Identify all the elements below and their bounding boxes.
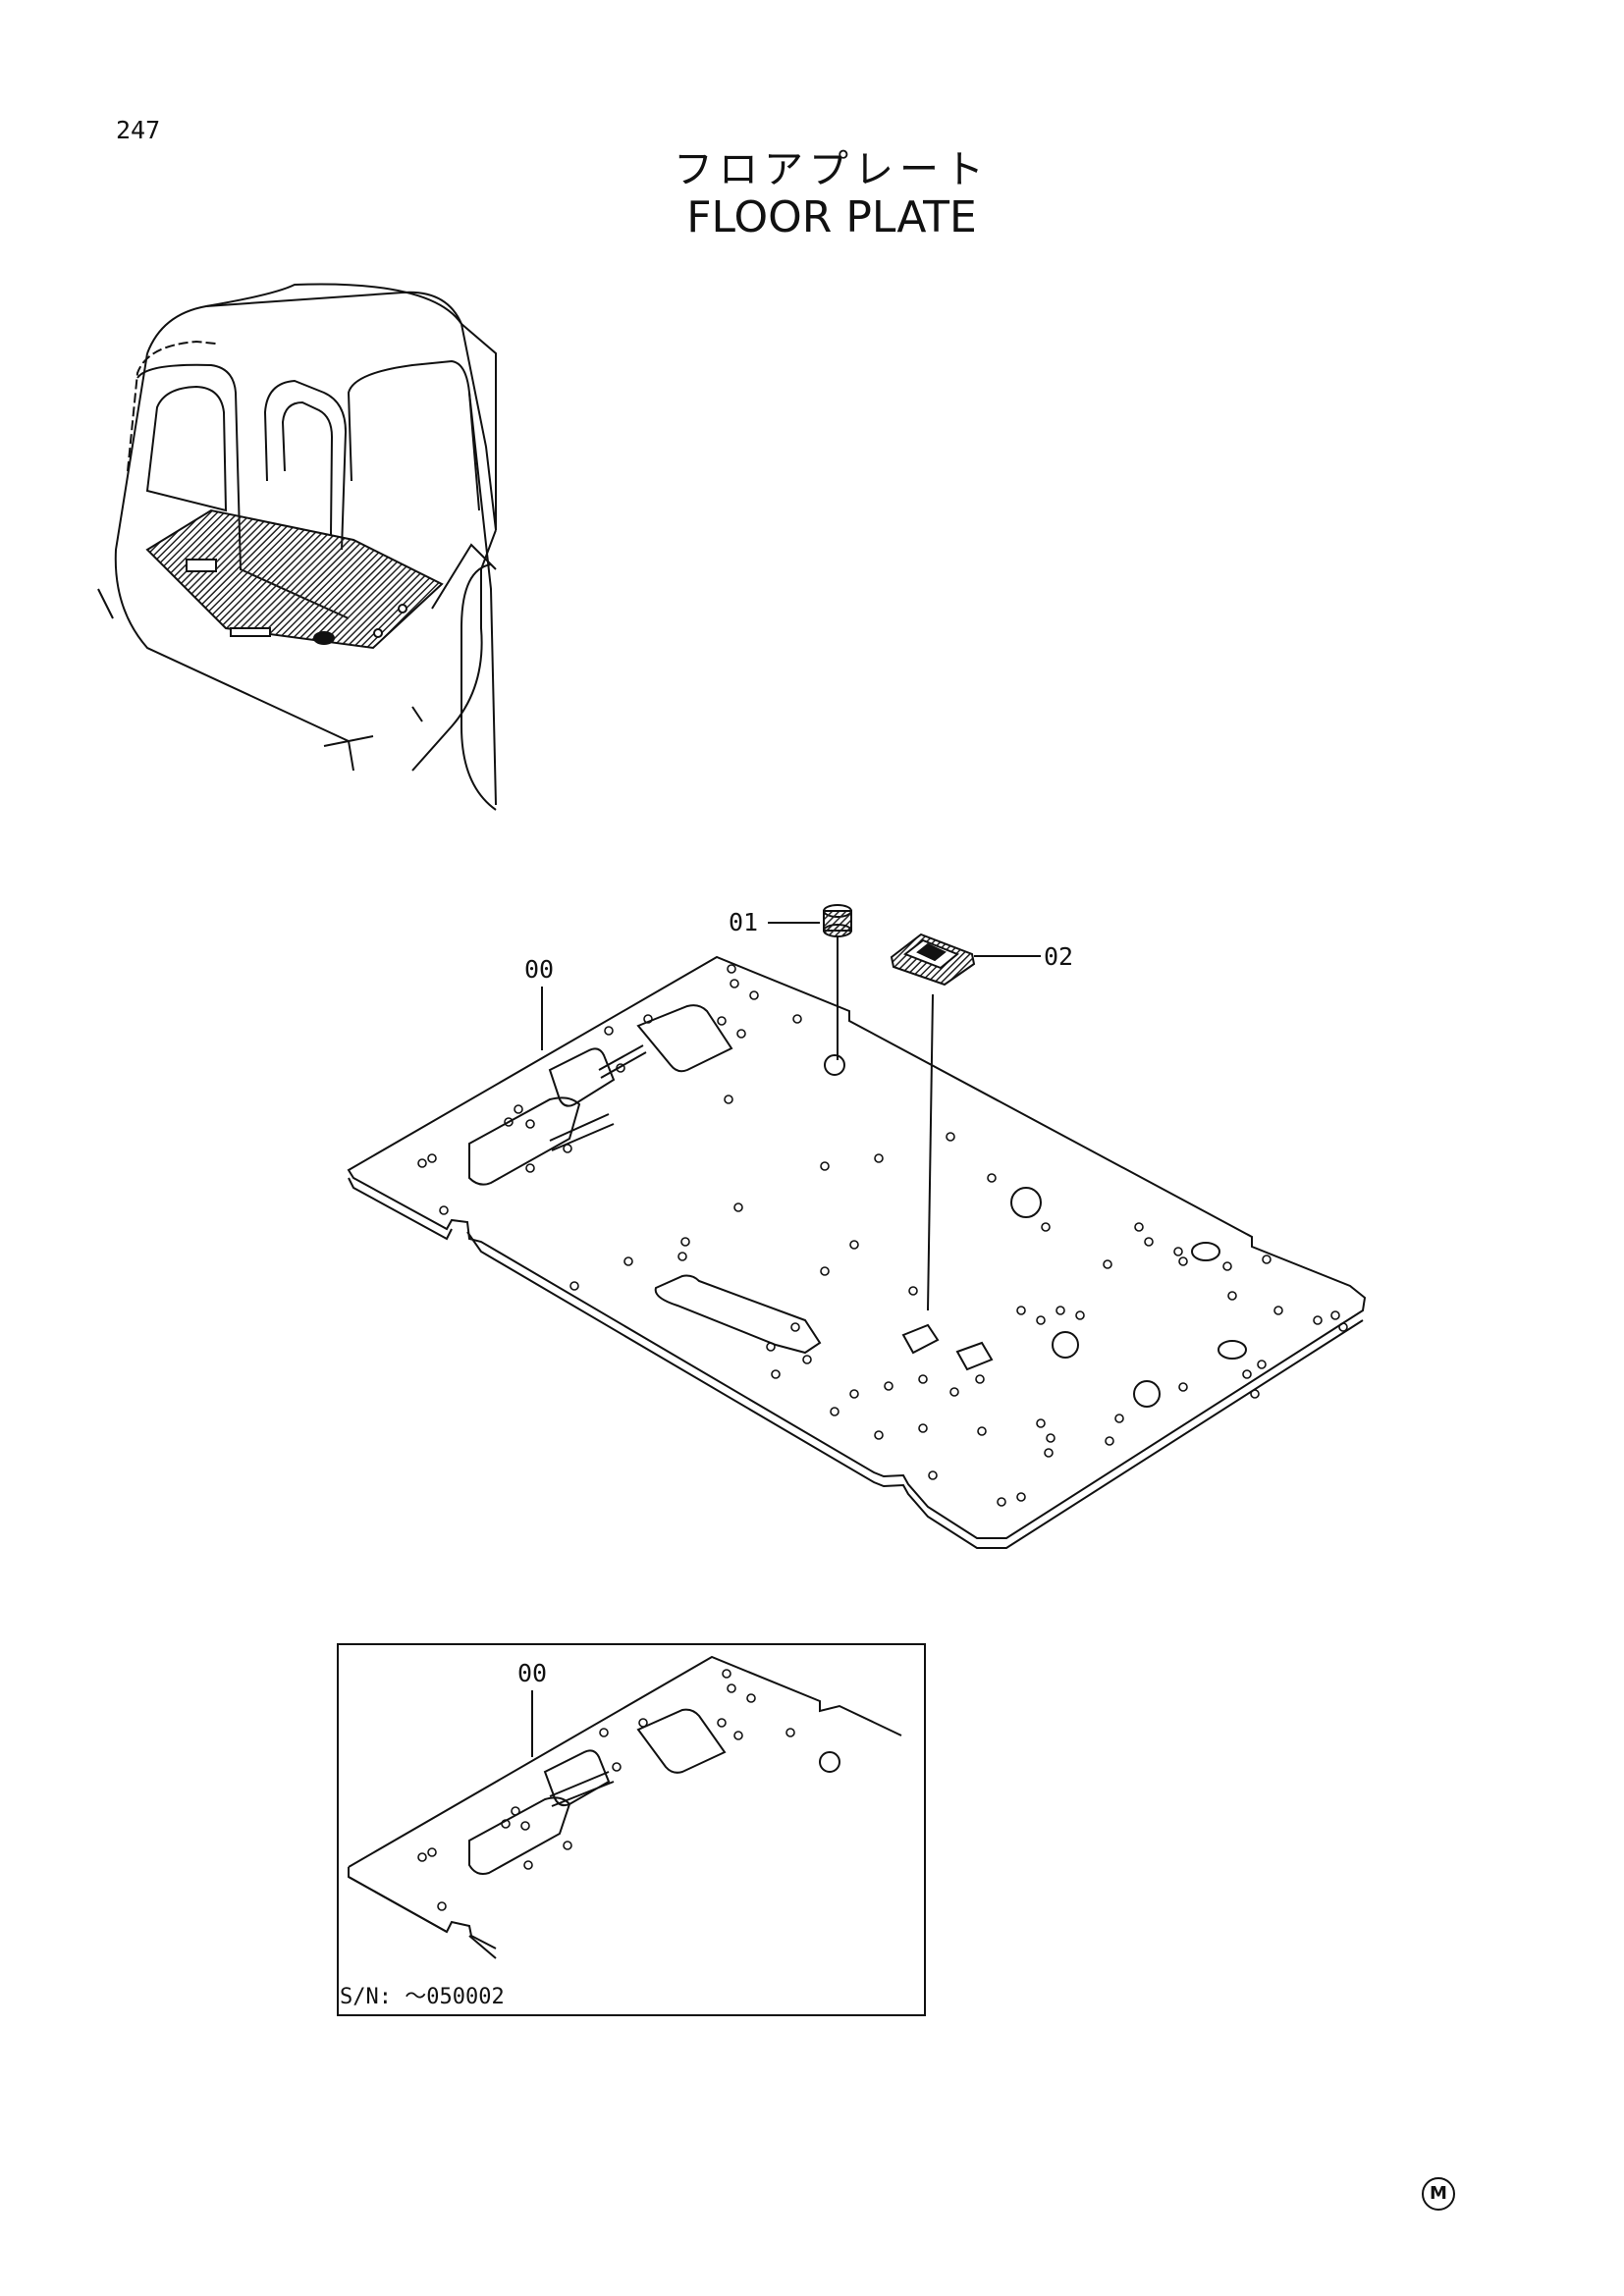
callout-02: 02 — [1044, 942, 1073, 971]
plug-part-icon — [823, 904, 852, 1060]
serial-number-label: S/N: ～050002 — [340, 1985, 505, 2009]
grommet-part-icon — [890, 933, 976, 1311]
cab-overview-illustration — [97, 283, 497, 811]
page-number: 247 — [116, 116, 161, 144]
callout-00: 00 — [524, 955, 554, 984]
inset-floor-plate — [348, 1655, 902, 1959]
floor-plate-main — [347, 955, 1367, 1549]
callout-01: 01 — [729, 908, 758, 936]
inset-frame — [337, 1643, 926, 2016]
page-title-english: FLOOR PLATE — [686, 192, 977, 242]
page-title-japanese: フロアプレート — [674, 147, 990, 192]
manual-mark-icon: M — [1422, 2177, 1455, 2211]
inset-callout-00: 00 — [517, 1659, 547, 1687]
